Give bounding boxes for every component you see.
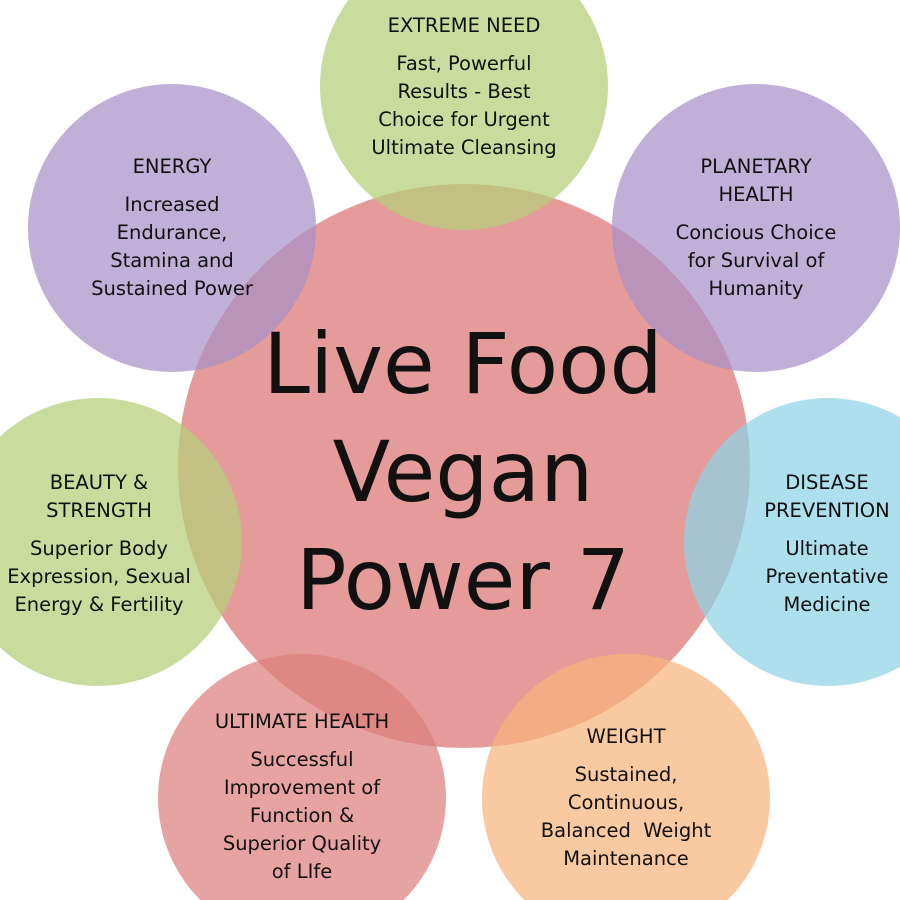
heading-disease-prevention-2: PREVENTION [764,499,890,522]
body-extreme-need-1: Fast, Powerful [396,52,532,75]
label-disease-prevention: DISEASE PREVENTION Ultimate Preventative… [752,469,900,619]
center-title-line-2: Vegan [332,423,594,521]
heading-weight: WEIGHT [586,725,666,748]
label-energy: ENERGY Increased Endurance, Stamina and … [32,153,312,303]
petal-circle-ultimate-health [158,654,446,900]
center-title-line-3: Power 7 [295,531,631,629]
label-ultimate-health: ULTIMATE HEALTH Successful Improvement o… [162,708,442,886]
petal-circle-energy [28,84,316,372]
body-planetary-health-2: for Survival of [687,249,825,272]
label-beauty-strength: BEAUTY & STRENGTH Superior Body Expressi… [0,469,198,619]
body-energy-3: Stamina and [110,249,234,272]
body-ultimate-health-5: of LIfe [271,860,333,883]
petal-circle-beauty-strength [0,398,242,686]
body-extreme-need-4: Ultimate Cleansing [371,136,557,159]
body-energy-1: Increased [124,193,220,216]
body-beauty-strength-1: Superior Body [30,537,168,560]
heading-extreme-need: EXTREME NEED [387,14,541,37]
body-ultimate-health-1: Successful [250,748,354,771]
petal-fill-disease-prevention [684,398,900,686]
petal-fill-energy [28,84,316,372]
body-weight-2: Continuous, [567,791,685,814]
petal-fill-planetary-health [612,84,900,372]
petal-circle-disease-prevention [684,398,900,686]
center-title-line-1: Live Food [263,315,663,413]
petal-fill-extreme-need [320,0,608,230]
body-disease-prevention-1: Ultimate [785,537,869,560]
heading-beauty-strength: BEAUTY & STRENGTH [0,469,198,525]
heading-beauty-strength-1: BEAUTY & [49,471,149,494]
center-title: Live Food Vegan Power 7 [180,310,746,634]
body-weight-1: Sustained, [574,763,678,786]
label-extreme-need: EXTREME NEED Fast, Powerful Results - Be… [324,12,604,162]
label-weight: WEIGHT Sustained, Continuous, Balanced W… [486,723,766,873]
heading-planetary-health: PLANETARY HEALTH [616,153,896,209]
petal-fill-ultimate-health [158,654,446,900]
label-planetary-health: PLANETARY HEALTH Concious Choice for Sur… [616,153,896,303]
heading-planetary-health-2: HEALTH [718,183,794,206]
body-planetary-health-1: Concious Choice [675,221,837,244]
body-weight-4: Maintenance [563,847,689,870]
petal-circle-weight [482,654,770,900]
heading-disease-prevention-1: DISEASE [785,471,869,494]
body-disease-prevention-3: Medicine [783,593,871,616]
body-beauty-strength-2: Expression, Sexual [7,565,191,588]
body-extreme-need-2: Results - Best [397,80,531,103]
heading-disease-prevention: DISEASE PREVENTION [752,469,900,525]
body-energy-2: Endurance, [116,221,228,244]
body-energy-4: Sustained Power [91,277,253,300]
heading-beauty-strength-2: STRENGTH [46,499,152,522]
petal-fill-beauty-strength [0,398,242,686]
body-ultimate-health-2: Improvement of [223,776,381,799]
body-extreme-need-3: Choice for Urgent [378,108,550,131]
body-beauty-strength-3: Energy & Fertility [14,593,184,616]
body-ultimate-health-4: Superior Quality [222,832,382,855]
petal-fill-weight [482,654,770,900]
body-ultimate-health-3: Function & [249,804,355,827]
petal-circle-extreme-need [320,0,608,230]
heading-planetary-health-1: PLANETARY [700,155,812,178]
body-planetary-health-3: Humanity [708,277,804,300]
petal-circle-planetary-health [612,84,900,372]
body-weight-3: Balanced Weight [540,819,712,842]
body-disease-prevention-2: Preventative [765,565,889,588]
heading-ultimate-health: ULTIMATE HEALTH [214,710,390,733]
heading-energy: ENERGY [132,155,212,178]
